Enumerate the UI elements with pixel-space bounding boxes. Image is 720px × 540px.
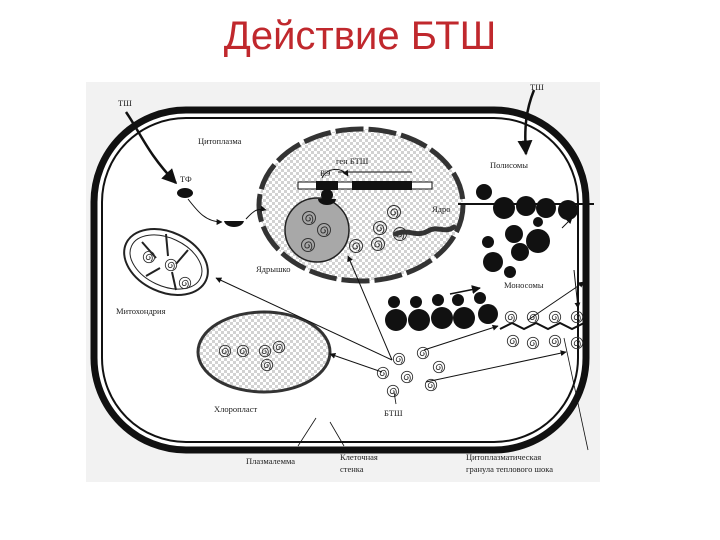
label-nucleus: Ядро xyxy=(432,204,451,214)
cell-diagram: ТШ ТШ Цитоплазма ген БТШ РЭ ТФ Полисомы … xyxy=(86,82,600,482)
label-monosomes: Моносомы xyxy=(504,280,544,290)
tf-molecule xyxy=(177,188,193,198)
monosome-cluster xyxy=(385,292,498,331)
label-btsh: БТШ xyxy=(384,408,403,418)
label-nucleolus: Ядрышко xyxy=(256,264,290,274)
gene-btsh xyxy=(297,169,433,190)
label-plasmalemma: Плазмалемма xyxy=(246,456,295,466)
mrna-strand xyxy=(393,224,457,237)
label-tf: ТФ xyxy=(180,174,192,184)
heat-shock-granule xyxy=(499,321,585,331)
label-granule-line2: гранула теплового шока xyxy=(466,464,553,474)
polysome-ribosome xyxy=(476,184,492,200)
plasmalemma-membrane xyxy=(101,117,579,443)
label-polysomes: Полисомы xyxy=(490,160,528,170)
label-granule-line1: Цитоплазматическая xyxy=(466,452,541,462)
label-mitochondria: Митохондрия xyxy=(116,306,166,316)
slide-title: Действие БТШ xyxy=(223,14,497,58)
label-cytoplasm: Цитоплазма xyxy=(198,136,242,146)
label-cell-wall-line1: Клеточная xyxy=(340,452,378,462)
label-gene-btsh: ген БТШ xyxy=(336,156,369,166)
label-re: РЭ xyxy=(320,168,331,178)
label-tsh-left: ТШ xyxy=(118,98,132,108)
label-cell-wall-line2: стенка xyxy=(340,464,364,474)
label-chloroplast: Хлоропласт xyxy=(214,404,257,414)
chloroplast xyxy=(196,310,332,394)
label-tsh-right: ТШ xyxy=(530,82,544,92)
